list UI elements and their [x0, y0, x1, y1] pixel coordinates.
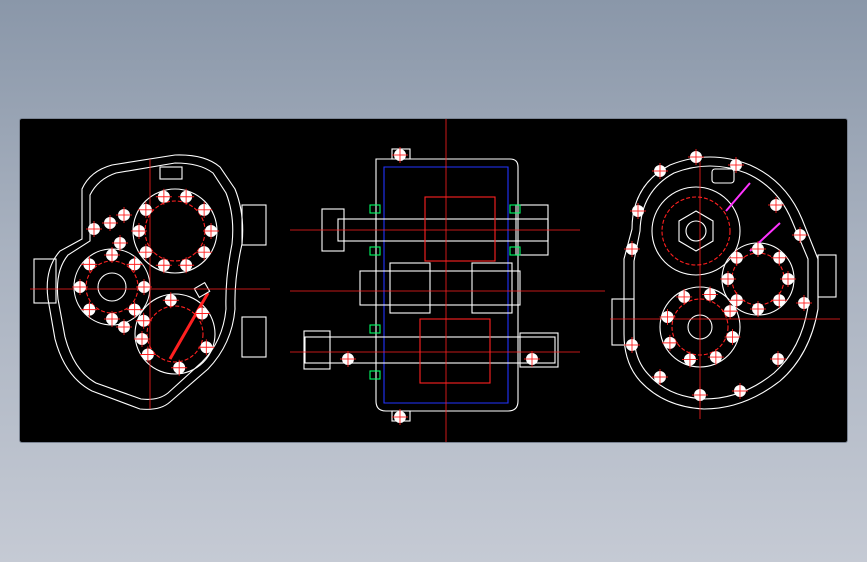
middle-shaft	[359, 270, 521, 306]
rear-left-flange	[611, 298, 635, 346]
seal-4	[509, 246, 521, 256]
rear-top-gear	[651, 186, 741, 276]
rear-housing-inner	[633, 165, 809, 400]
middle-gear-a	[389, 262, 431, 314]
lower-shaft-left	[303, 330, 331, 370]
right-flange-top	[241, 204, 267, 246]
cad-drawing	[30, 119, 840, 442]
seal-6	[369, 370, 381, 380]
lower-shaft-coupling	[519, 332, 559, 368]
upper-gear-block	[424, 196, 496, 262]
left-gear-hub	[97, 272, 127, 302]
lower-gear-block	[419, 318, 491, 384]
seal-3	[369, 246, 381, 256]
seal-2	[509, 204, 521, 214]
seal-1	[369, 204, 381, 214]
rear-tube-1	[725, 182, 751, 212]
left-flange	[33, 258, 57, 304]
cad-drawing-sheet	[20, 119, 847, 442]
rear-housing-outline	[623, 156, 819, 410]
dipstick	[168, 292, 210, 360]
rear-top-hex	[678, 210, 714, 252]
top-window	[159, 166, 183, 180]
upper-gear-inner	[144, 200, 206, 262]
seal-5	[369, 324, 381, 334]
rear-top-gear-pitch	[661, 196, 731, 266]
housing-outline	[46, 154, 244, 410]
rear-breather	[711, 168, 735, 184]
case-inner	[383, 166, 509, 404]
left-gear-inner	[85, 260, 139, 314]
lower-gear-outer	[134, 293, 216, 375]
case-outline	[375, 158, 519, 412]
centerlines	[30, 119, 840, 442]
housing-inner-outline	[56, 162, 234, 400]
lower-gear-inner	[146, 305, 204, 363]
rear-top-bore	[685, 220, 707, 242]
rear-right-flange	[817, 254, 837, 298]
middle-gear-b	[471, 262, 513, 314]
bolt-pattern	[72, 147, 812, 425]
dipstick-cap	[193, 281, 211, 299]
lower-shaft	[304, 336, 556, 364]
right-flange-bottom	[241, 316, 267, 358]
section-view	[303, 148, 559, 422]
